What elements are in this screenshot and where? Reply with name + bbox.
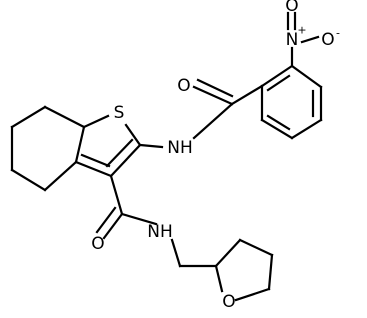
bond-carbonyl-o	[192, 85, 234, 106]
nitro-o-right-charge: -	[336, 27, 340, 40]
bond-ring-carbonyl	[230, 84, 264, 106]
bond-ring-a-6	[260, 64, 294, 88]
bond-ring-a-3	[290, 118, 323, 140]
bond-cyc-1	[43, 105, 86, 129]
bond-thf-2	[238, 238, 274, 257]
bond-carboxamide-o	[102, 212, 124, 240]
bond-carboxamide-o-double	[95, 206, 117, 234]
bond-cyc-5	[43, 160, 78, 192]
nitro-n-charge: +	[297, 24, 306, 37]
bond-nitro-n-o-right	[300, 35, 320, 44]
bond-nh-thiophene	[138, 143, 164, 149]
bond-thf-3	[267, 253, 274, 291]
bond-cyc-2	[10, 105, 47, 129]
bond-thio-c3-c2-double	[105, 138, 134, 168]
thiophene-s-label: S	[114, 103, 125, 123]
thf-o-label: O	[222, 292, 235, 312]
nitro-n-label: N	[286, 30, 299, 50]
bond-nh-ch2	[170, 238, 182, 268]
amide-o-label: O	[177, 76, 190, 96]
bond-thio-c2-s	[124, 123, 142, 147]
bond-thf-1	[214, 238, 242, 268]
bond-carboxamide-nh	[120, 212, 158, 226]
bond-ring-a-4	[260, 118, 294, 140]
bonds	[10, 11, 323, 302]
bond-thio-c7a-c3a	[74, 125, 86, 164]
bond-thio-s-c7a	[82, 114, 110, 129]
nitro-o-right-label: O	[321, 30, 334, 50]
bond-thf-4	[234, 287, 271, 302]
bond-cyc-4	[10, 168, 47, 192]
bond-carbonyl-o-double	[196, 78, 234, 98]
carboxamide-nh-label: NH	[147, 222, 173, 242]
bond-ring-a-1	[290, 64, 323, 89]
amide-nh-label: NH	[167, 138, 193, 158]
bond-thio-c3-c2	[109, 143, 142, 178]
bond-thio-c3a-c3-double	[80, 153, 111, 168]
nitro-o-top-label: O	[285, 0, 298, 16]
bond-ring-a-6-double	[266, 74, 291, 92]
bond-thio-c3a-c3	[74, 160, 113, 178]
bond-ring-a-4-double	[266, 114, 291, 131]
bond-carbonyl-nh	[192, 102, 234, 140]
carboxamide-o-label: O	[91, 234, 104, 254]
bond-thf-5	[214, 264, 224, 293]
atom-labels: O N + O - O S NH O NH O	[91, 0, 340, 312]
bond-c3-carboxamide	[109, 174, 124, 216]
